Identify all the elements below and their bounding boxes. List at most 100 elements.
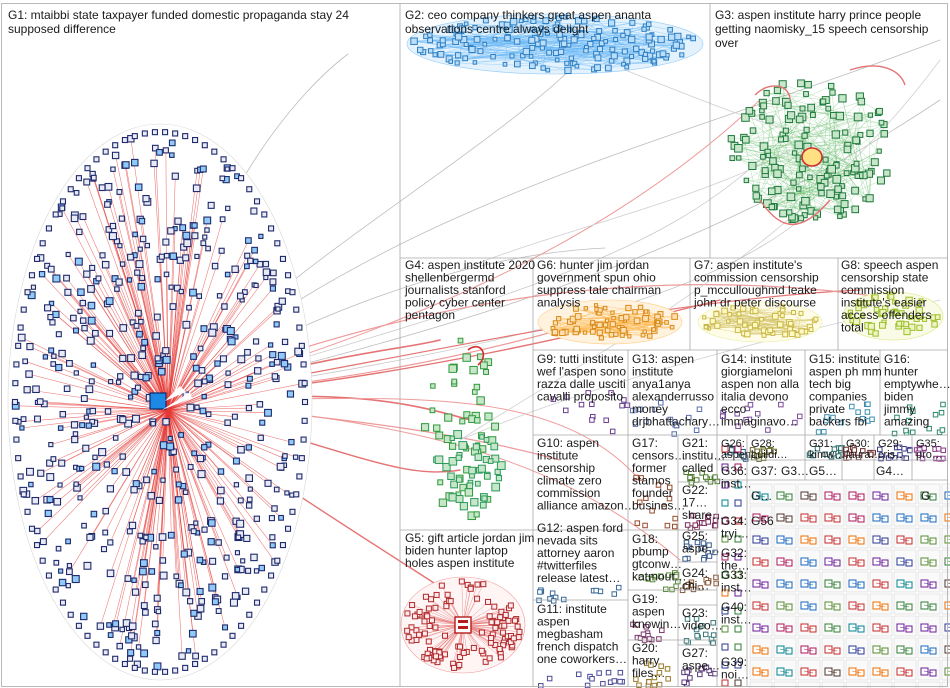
node [44, 304, 52, 312]
node [834, 185, 842, 193]
group-label-g19: G19: [632, 592, 658, 606]
node [752, 513, 761, 522]
group-label-g39: noi… [721, 668, 749, 682]
node [776, 491, 785, 500]
node [186, 598, 194, 605]
node [178, 432, 184, 438]
node [608, 19, 616, 27]
node [132, 480, 140, 488]
group-label-g3x: G3… [781, 464, 809, 478]
node [596, 46, 604, 53]
node [155, 608, 162, 615]
group-label-g3: over [715, 36, 738, 50]
node [197, 345, 204, 352]
node [641, 26, 647, 32]
node [114, 286, 120, 292]
node [790, 179, 797, 186]
node [656, 669, 663, 676]
node [734, 553, 742, 561]
node [734, 607, 742, 615]
node [209, 557, 217, 565]
node [233, 334, 239, 340]
node [458, 441, 468, 450]
node [433, 591, 440, 598]
node [879, 309, 887, 317]
node [205, 411, 212, 418]
node [268, 572, 275, 579]
node [472, 24, 478, 31]
node [128, 394, 134, 400]
node [830, 414, 836, 421]
node [736, 311, 742, 317]
node [121, 136, 128, 144]
node [873, 306, 880, 313]
group-label-gx: G… [751, 489, 772, 503]
node [231, 265, 239, 273]
group-label-g10: G10: aspen [537, 436, 599, 450]
node [252, 258, 259, 265]
node [87, 301, 96, 310]
node [604, 327, 611, 334]
node [182, 664, 189, 671]
node [876, 107, 883, 115]
node [537, 589, 543, 595]
node [89, 264, 96, 271]
group-label-g15: tech big [809, 377, 851, 391]
node [808, 327, 814, 332]
group-label-g33: G33: [721, 568, 747, 582]
node [432, 52, 438, 58]
node [566, 42, 572, 48]
node [90, 174, 97, 181]
node [108, 232, 118, 241]
group-label-g19: knowin… [632, 617, 681, 631]
node [824, 667, 833, 676]
node [153, 313, 161, 321]
node [594, 64, 601, 72]
node [478, 647, 485, 654]
node [301, 398, 309, 406]
node [706, 542, 712, 548]
node [611, 591, 617, 597]
node [89, 407, 97, 415]
node [727, 135, 735, 143]
node [550, 396, 557, 402]
node [560, 40, 568, 47]
node [241, 289, 248, 295]
node [216, 497, 225, 505]
node [752, 491, 761, 500]
node [625, 304, 632, 312]
node [752, 557, 761, 566]
node [182, 489, 189, 496]
node [632, 421, 639, 427]
node [235, 534, 242, 541]
node [896, 667, 905, 676]
node [72, 431, 79, 437]
node [915, 450, 922, 457]
node [15, 342, 22, 349]
node [215, 608, 222, 614]
node [198, 367, 206, 374]
node [782, 127, 789, 134]
node [55, 331, 62, 338]
node [86, 533, 94, 541]
node [215, 539, 222, 546]
node [58, 459, 66, 467]
node [528, 36, 536, 44]
node [556, 31, 563, 38]
node [505, 617, 512, 624]
node [640, 631, 647, 638]
node [501, 622, 508, 629]
node [205, 374, 213, 382]
cluster-g6 [537, 299, 683, 345]
node [191, 232, 199, 240]
node [173, 284, 181, 292]
node [192, 660, 199, 668]
node [502, 61, 508, 67]
node [698, 665, 704, 672]
node [596, 28, 603, 34]
node [857, 97, 866, 106]
node [106, 622, 112, 628]
node [218, 247, 225, 254]
node [131, 664, 138, 671]
